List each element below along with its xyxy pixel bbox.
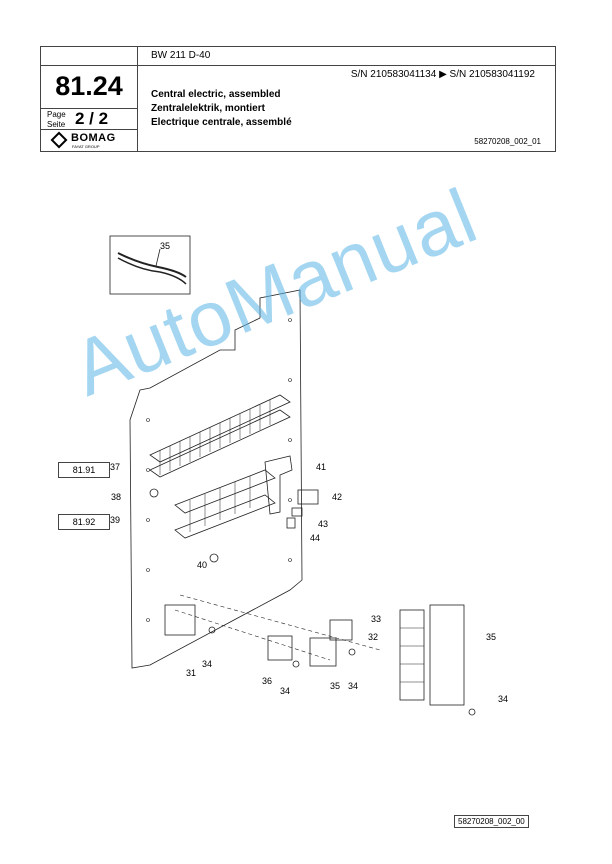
reference-box-81-92[interactable]: 81.92 xyxy=(58,514,110,530)
serial-range: S/N 210583041134 ▶ S/N 210583041192 xyxy=(350,69,535,80)
brand-logo: BOMAG FAYAT GROUP xyxy=(41,129,137,152)
header-block: 81.24 Page Seite 2 / 2 BOMAG FAYAT GROUP… xyxy=(40,46,556,152)
upper-terminal-rail xyxy=(149,394,291,463)
fuse-block-33 xyxy=(399,609,425,701)
page-number: 81.24 xyxy=(41,65,137,109)
part-43 xyxy=(291,507,303,517)
cable-icon xyxy=(117,252,187,278)
callout-39: 39 xyxy=(110,515,120,525)
callout-33: 33 xyxy=(371,614,381,624)
callout-40: 40 xyxy=(197,560,207,570)
page-label-de: Seite xyxy=(47,120,66,129)
brand-name: BOMAG xyxy=(71,132,116,144)
relay-36 xyxy=(267,635,293,661)
callout-34-c: 34 xyxy=(348,681,358,691)
relay-35 xyxy=(309,637,337,667)
callout-31: 31 xyxy=(186,668,196,678)
callout-35-inset: 35 xyxy=(160,241,170,251)
model-name: BW 211 D-40 xyxy=(151,50,211,61)
lower-terminal-block xyxy=(174,469,276,514)
title-fr: Electrique centrale, assemblé xyxy=(151,117,292,128)
relay-32 xyxy=(329,619,353,641)
title-column: BW 211 D-40 S/N 210583041134 ▶ S/N 21058… xyxy=(137,47,555,151)
inset-cable-box xyxy=(109,235,191,295)
bracket-41 xyxy=(264,455,293,515)
reference-box-81-91[interactable]: 81.91 xyxy=(58,462,110,478)
callout-35-holder: 35 xyxy=(486,632,496,642)
title-en: Central electric, assembled xyxy=(151,89,281,100)
model-row: BW 211 D-40 xyxy=(137,47,555,66)
part-44 xyxy=(286,517,296,529)
callout-35-relay: 35 xyxy=(330,681,340,691)
callout-34-d: 34 xyxy=(498,694,508,704)
callout-36: 36 xyxy=(262,676,272,686)
page-label: Page Seite xyxy=(47,110,66,130)
page-label-en: Page xyxy=(47,110,66,119)
drawing-number: 58270208_002_00 xyxy=(454,815,529,828)
fuse-holder-35 xyxy=(429,604,465,706)
screw-40 xyxy=(209,553,219,563)
brand-sub: FAYAT GROUP xyxy=(72,144,100,149)
page-of: 2 / 2 xyxy=(75,109,109,128)
callout-37: 37 xyxy=(110,462,120,472)
mounting-plate xyxy=(129,289,303,669)
callout-32: 32 xyxy=(368,632,378,642)
relay-31 xyxy=(164,604,196,636)
callout-44: 44 xyxy=(310,533,320,543)
title-de: Zentralelektrik, montiert xyxy=(151,103,265,114)
callout-34-a: 34 xyxy=(202,659,212,669)
doc-reference: 58270208_002_01 xyxy=(474,137,541,146)
callout-38: 38 xyxy=(111,492,121,502)
page-id-column: 81.24 Page Seite 2 / 2 BOMAG FAYAT GROUP xyxy=(41,47,138,151)
callout-43: 43 xyxy=(318,519,328,529)
connector-42 xyxy=(297,489,319,505)
callout-41: 41 xyxy=(316,462,326,472)
callout-42: 42 xyxy=(332,492,342,502)
callout-34-b: 34 xyxy=(280,686,290,696)
screw-38 xyxy=(149,488,159,498)
